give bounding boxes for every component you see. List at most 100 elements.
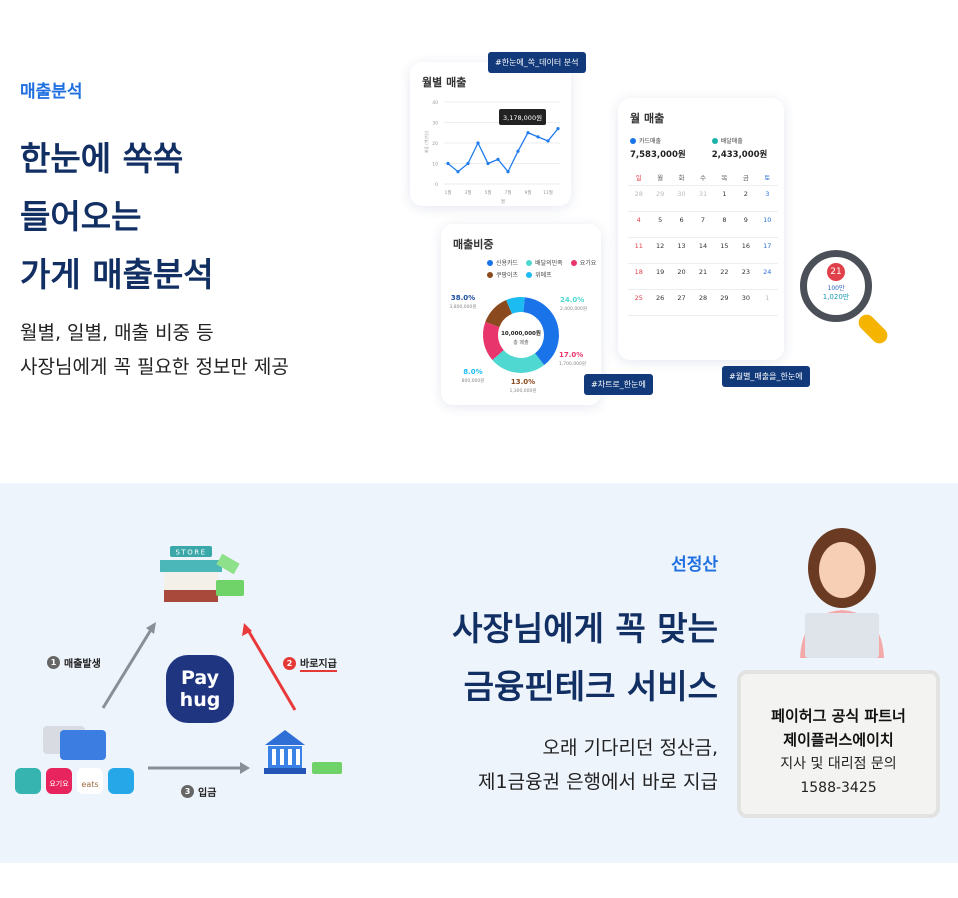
calendar-day[interactable]: 4 <box>636 216 641 224</box>
slice-percent-label: 38.0% <box>451 294 475 302</box>
magnified-day: 21 <box>827 263 845 281</box>
calendar-day[interactable]: 19 <box>655 268 665 276</box>
calendar-day[interactable]: 12 <box>655 242 665 250</box>
legend-dot <box>487 259 493 266</box>
pie-slice <box>506 297 525 314</box>
calendar-day[interactable]: 26 <box>655 294 665 302</box>
weekday-label: 화 <box>678 174 685 182</box>
partner-title: 페이허그 공식 파트너 <box>771 707 906 725</box>
money-icon <box>216 553 244 596</box>
bank-icon <box>264 730 342 774</box>
delivery-sales-value: 2,433,000원 <box>711 150 768 160</box>
section-kicker-analysis: 매출분석 <box>20 82 83 102</box>
slice-percent-label: 17.0% <box>559 351 583 359</box>
headline-line: 금융핀테크 서비스 <box>463 667 718 706</box>
calendar-week: 4 5 6 7 8 9 10 <box>628 212 778 238</box>
calendar-day[interactable]: 28 <box>634 190 643 198</box>
legend-label: 배달매출 <box>720 138 743 145</box>
weekday-label: 수 <box>700 174 706 182</box>
series-line <box>447 128 559 173</box>
weekday-label: 월 <box>657 174 664 182</box>
weekday-label: 토 <box>764 174 771 182</box>
credit-card-icon <box>43 726 106 760</box>
magnifier-handle <box>855 311 891 347</box>
magnifier-icon: 21 100만 1,020만 <box>800 250 872 322</box>
calendar-day[interactable]: 17 <box>763 242 772 250</box>
description-line: 오래 기다리던 정산금, <box>542 737 718 759</box>
calendar-day[interactable]: 22 <box>720 268 729 276</box>
logo-text: hug <box>179 689 221 711</box>
calendar-day[interactable]: 13 <box>677 242 686 250</box>
calendar-day[interactable]: 23 <box>741 268 750 276</box>
calendar-day[interactable]: 27 <box>677 294 686 302</box>
arrow-payout <box>246 629 297 711</box>
calendar-day[interactable]: 14 <box>698 242 708 250</box>
step-number: 2 <box>283 657 296 670</box>
calendar-day[interactable]: 29 <box>720 294 729 302</box>
calendar-day[interactable]: 20 <box>677 268 686 276</box>
donut-center-value: 10,000,000원 <box>501 329 541 337</box>
legend-item: 신용카드 <box>487 258 518 267</box>
calendar-day[interactable]: 3 <box>765 190 770 198</box>
calendar-day[interactable]: 11 <box>634 242 643 250</box>
step-label: 매출발생 <box>64 659 101 670</box>
calendar-day[interactable]: 9 <box>743 216 748 224</box>
slice-amount-label: 1,700,000원 <box>559 360 586 367</box>
tag-chart: #차트로_한눈에 <box>584 374 653 395</box>
calendar-day[interactable]: 10 <box>763 216 772 224</box>
calendar-day[interactable]: 31 <box>698 190 708 198</box>
headline-line: 들어오는 <box>20 197 142 236</box>
headline-line: 사장님에게 꼭 맞는 <box>452 609 718 648</box>
calendar-day[interactable]: 5 <box>658 216 663 224</box>
legend-dot <box>711 137 718 144</box>
data-point <box>536 135 540 139</box>
step-label: 바로지급 <box>300 655 337 672</box>
card-title: 월 매출 <box>630 112 665 125</box>
calendar-day[interactable]: 16 <box>741 242 750 250</box>
calendar-day[interactable]: 1 <box>722 190 727 198</box>
calendar-week: 18 19 20 21 22 23 24 <box>628 264 778 290</box>
data-point <box>496 157 500 161</box>
calendar-day[interactable]: 28 <box>698 294 708 302</box>
donut-chart: 38.0%3,800,000원24.0%2,400,000원17.0%1,700… <box>449 294 587 394</box>
calendar-day[interactable]: 21 <box>698 268 708 276</box>
donut-center-label: 총 매출 <box>513 339 529 346</box>
y-tick-label: 30 <box>432 121 438 127</box>
app-yogiyo: 요기요 <box>49 779 69 788</box>
analysis-headline: 한눈에 쏙쏙 들어오는 가게 매출분석 <box>20 130 214 304</box>
partner-inquiry: 지사 및 대리점 문의 <box>780 756 897 772</box>
calendar-day[interactable]: 8 <box>722 216 727 224</box>
step-payout: 2 바로지급 <box>283 655 337 672</box>
calendar-day[interactable]: 6 <box>679 216 684 224</box>
legend-dot <box>526 271 533 278</box>
description-line: 제1금융권 은행에서 바로 지급 <box>478 771 718 793</box>
calendar-day[interactable]: 29 <box>655 190 665 198</box>
slice-amount-label: 1,300,000원 <box>509 387 536 394</box>
headline-line: 한눈에 쏙쏙 <box>20 139 184 178</box>
calendar-day[interactable]: 24 <box>763 268 772 276</box>
legend-label: 배달의민족 <box>535 260 563 267</box>
calendar-day[interactable]: 18 <box>634 268 643 276</box>
description-line: 월별, 일별, 매출 비중 등 <box>20 322 214 344</box>
calendar-day[interactable]: 30 <box>677 190 686 198</box>
delivery-app-icons: 요기요 eats <box>15 768 134 794</box>
calendar-day[interactable]: 25 <box>634 294 643 302</box>
partner-phone[interactable]: 1588-3425 <box>800 780 877 796</box>
slice-percent-label: 8.0% <box>463 368 482 376</box>
calendar-day[interactable]: 1 <box>765 294 770 302</box>
legend-item: 요기요 <box>570 258 596 267</box>
calendar-day[interactable]: 7 <box>700 216 706 224</box>
x-tick-label: 7월 <box>504 189 511 196</box>
slice-percent-label: 24.0% <box>560 296 584 304</box>
x-tick-label: 3월 <box>464 189 471 196</box>
y-tick-label: 40 <box>432 100 438 106</box>
calendar-day[interactable]: 15 <box>720 242 729 250</box>
calendar-day[interactable]: 30 <box>741 294 750 302</box>
legend-label: 신용카드 <box>496 260 519 267</box>
calendar-day[interactable]: 2 <box>743 190 748 198</box>
step-number: 3 <box>181 785 194 798</box>
description-line: 사장님에게 꼭 필요한 정보만 제공 <box>20 356 289 378</box>
